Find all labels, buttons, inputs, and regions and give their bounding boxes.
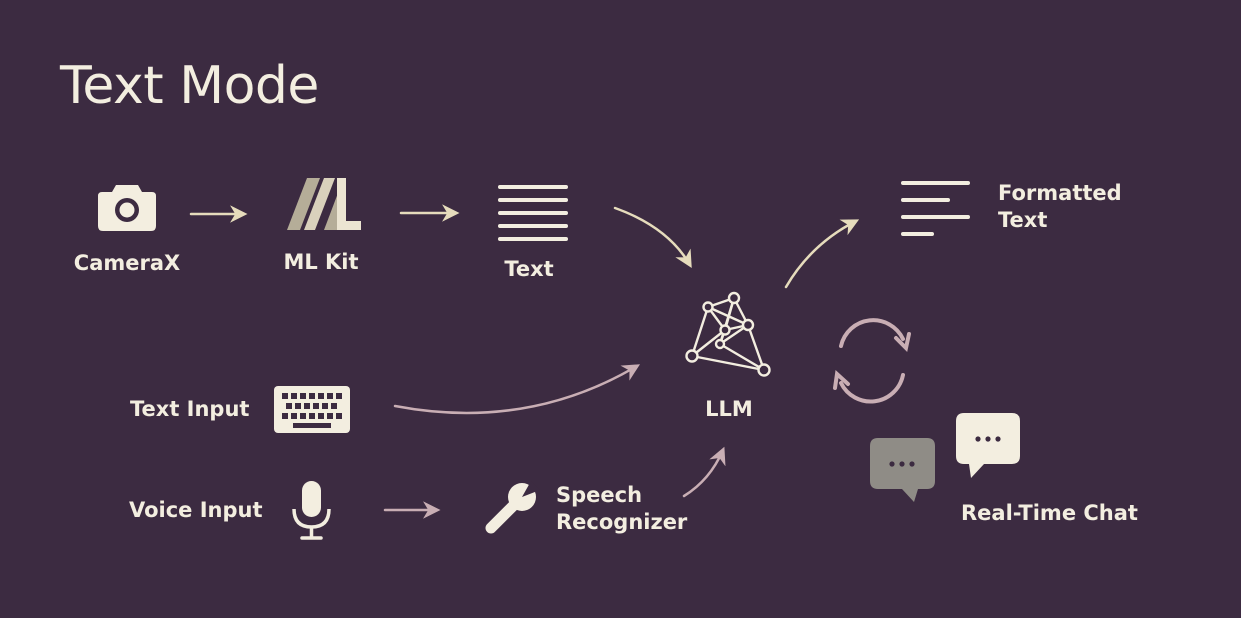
node-label-voice-input: Voice Input — [129, 498, 263, 522]
node-label-formatted-line2: Text — [998, 208, 1048, 232]
arrow-llm-to-formatted — [784, 219, 860, 289]
formatted-text-icon — [901, 181, 970, 236]
node-label-formatted-line1: Formatted — [998, 181, 1122, 205]
microphone-icon — [292, 481, 331, 540]
sync-cycle-icon — [833, 318, 911, 404]
node-label-mlkit: ML Kit — [283, 250, 359, 274]
chat-bubble-gray — [870, 438, 935, 502]
node-label-text-input: Text Input — [130, 397, 250, 421]
page-title: Text Mode — [60, 56, 319, 116]
node-label-speech-line2: Recognizer — [556, 510, 688, 534]
text-lines-icon — [498, 185, 568, 241]
arrow-text-to-llm — [613, 206, 692, 269]
arrow-speech-to-llm — [682, 446, 726, 498]
neural-network-icon — [685, 291, 771, 377]
camera-icon — [98, 185, 156, 231]
chat-bubble-light — [956, 413, 1020, 478]
ml-kit-logo-icon — [287, 178, 361, 230]
arrow-textinput-to-llm — [393, 364, 641, 415]
wrench-icon — [485, 481, 540, 534]
chat-bubbles-icon — [870, 413, 1020, 502]
node-label-speech-line1: Speech — [556, 483, 643, 507]
node-label-chat: Real-Time Chat — [961, 501, 1138, 525]
keyboard-icon — [274, 386, 350, 433]
node-label-camerax: CameraX — [73, 251, 181, 275]
node-label-text: Text — [504, 257, 554, 281]
node-label-llm: LLM — [705, 397, 753, 421]
